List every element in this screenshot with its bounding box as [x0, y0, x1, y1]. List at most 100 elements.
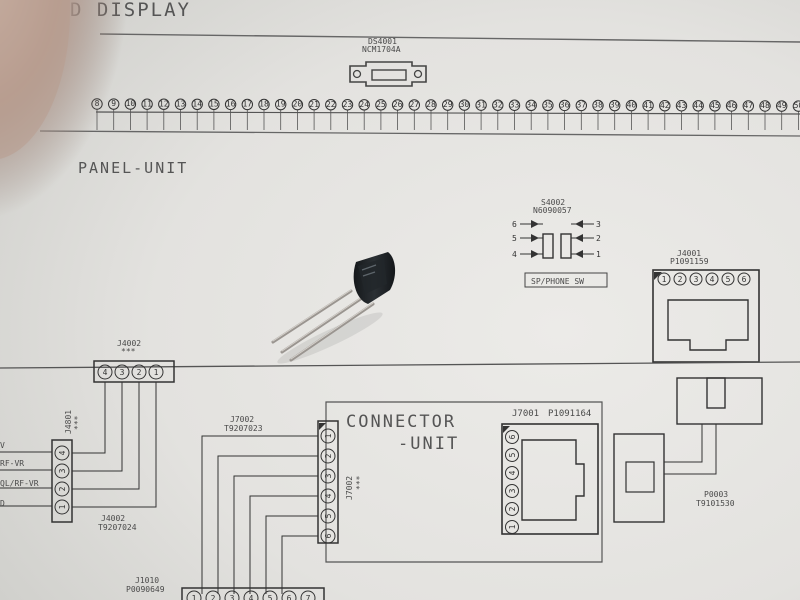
display-pin: 47	[742, 100, 754, 112]
transistor	[271, 252, 396, 364]
j4002-top-pin: 2	[131, 364, 147, 380]
j7001-pin-label: 6	[508, 434, 517, 439]
display-pin-label: 31	[476, 100, 486, 109]
j4002-top-pin-label: 4	[103, 368, 108, 377]
display-pin: 26	[391, 99, 404, 111]
display-pin-label: 38	[593, 101, 603, 110]
display-pin: 12	[158, 98, 170, 110]
s4002-right-pin-2: 2	[596, 234, 601, 243]
frame-top-line	[99, 33, 800, 43]
j7001-pin-label: 4	[508, 470, 517, 475]
p0003-part: T9101530	[696, 499, 735, 508]
display-pin-label: 39	[610, 101, 620, 110]
display-pin: 16	[224, 98, 237, 111]
j4801-signal-1: V	[0, 441, 5, 450]
ds4001-symbol: DS4001 NCM1704A	[349, 37, 427, 87]
display-pin: 36	[558, 99, 571, 112]
j4002-top-part: ***	[121, 347, 136, 356]
display-pin: 11	[141, 98, 153, 110]
s4002-left-pin-3: 4	[512, 250, 517, 259]
j4801-pin-label: 3	[58, 468, 67, 473]
display-pin: 44	[692, 100, 704, 112]
j1010-pin-label: 4	[249, 594, 254, 600]
display-pin: 29	[442, 99, 454, 111]
j7001-pin: 1	[505, 520, 519, 534]
p0003-connector: P0003 T9101530	[613, 377, 763, 523]
j7001-pin-label: 1	[508, 524, 517, 529]
display-pin-label: 33	[510, 100, 520, 109]
j1010-pin-label: 7	[306, 594, 311, 600]
display-pin: 43	[675, 100, 688, 112]
display-pin: 33	[508, 99, 521, 111]
display-pin-label: 32	[493, 100, 503, 109]
j4001-pin-label: 5	[726, 275, 731, 284]
j1010-pin-label: 6	[287, 594, 292, 600]
display-pin-label: 41	[643, 101, 653, 110]
transistor-lead-highlights	[272, 289, 374, 360]
display-pin: 42	[659, 100, 671, 112]
j4001-pin-label: 1	[662, 275, 667, 284]
j4002-top-pin-label: 3	[120, 368, 125, 377]
j7002-pin: 6	[320, 528, 336, 544]
display-pin-label: 27	[409, 100, 419, 109]
j4001-pin: 1	[657, 272, 671, 286]
j1010-pin-label: 1	[192, 594, 197, 600]
j7002-label-ref: J7002	[230, 415, 254, 424]
display-pin-label: 43	[677, 101, 687, 110]
display-pin: 31	[475, 99, 487, 111]
j1010-pin: 1	[186, 590, 202, 600]
display-pin-label: 22	[326, 100, 336, 109]
j4801-pin-label: 4	[58, 450, 67, 455]
display-pin: 49	[776, 100, 788, 112]
frame-lower-line	[0, 361, 800, 369]
j7001-pin: 4	[505, 466, 519, 480]
j1010-pin: 3	[224, 590, 240, 600]
j4801-signal-2: RF-VR	[0, 459, 24, 468]
s4002-right-pin-1: 3	[596, 220, 601, 229]
j4001-ref: J4001	[677, 249, 701, 258]
j4801-pin: 3	[54, 463, 70, 479]
display-pin-label: 46	[727, 101, 737, 110]
j4002-top-pin: 3	[114, 364, 130, 380]
j7002-part: ***	[355, 475, 364, 490]
j4001-pin: 4	[705, 272, 719, 286]
j7002-pin-label: 5	[324, 513, 333, 518]
j1010-pin-label: 2	[211, 594, 216, 600]
j7002-pin-label: 1	[324, 433, 333, 438]
j7002-pin-label: 3	[324, 473, 333, 478]
j4001-pin: 2	[673, 272, 687, 286]
j1010-pin: 6	[281, 590, 297, 600]
j4002-j4801-wires	[72, 382, 157, 508]
display-pin-label: 17	[242, 100, 252, 109]
display-pin: 10	[124, 98, 137, 110]
display-pin-label: 23	[343, 100, 353, 109]
j4801-ref: J4801	[64, 410, 73, 434]
display-pin: 22	[325, 99, 337, 111]
display-pin: 32	[492, 99, 504, 111]
p0003-ref: P0003	[704, 490, 728, 499]
display-pin-label: 24	[359, 100, 369, 109]
j1010-pin-label: 5	[268, 594, 273, 600]
display-pin: 14	[191, 98, 203, 111]
j4001-part: P1091159	[670, 257, 709, 266]
frame-mid-line	[39, 130, 800, 137]
display-pin-label: 49	[777, 101, 787, 110]
display-pin: 39	[609, 99, 621, 112]
j7002-pin: 4	[320, 488, 336, 504]
finger-blur	[0, 0, 130, 220]
j4002-top-pin: 1	[148, 364, 164, 380]
pin-row-bus	[95, 111, 800, 115]
display-pin: 41	[642, 99, 654, 112]
j4801-pin: 1	[54, 499, 70, 515]
display-pin-label: 11	[142, 99, 152, 108]
ds4001-part: NCM1704A	[362, 45, 401, 54]
display-pin: 50	[792, 100, 800, 112]
transistor-marking	[361, 264, 377, 277]
j1010-part: P0090649	[126, 585, 165, 594]
s4002-right-pin-3: 1	[596, 250, 601, 259]
display-pin: 37	[575, 99, 587, 112]
display-pin-label: 34	[526, 100, 536, 109]
